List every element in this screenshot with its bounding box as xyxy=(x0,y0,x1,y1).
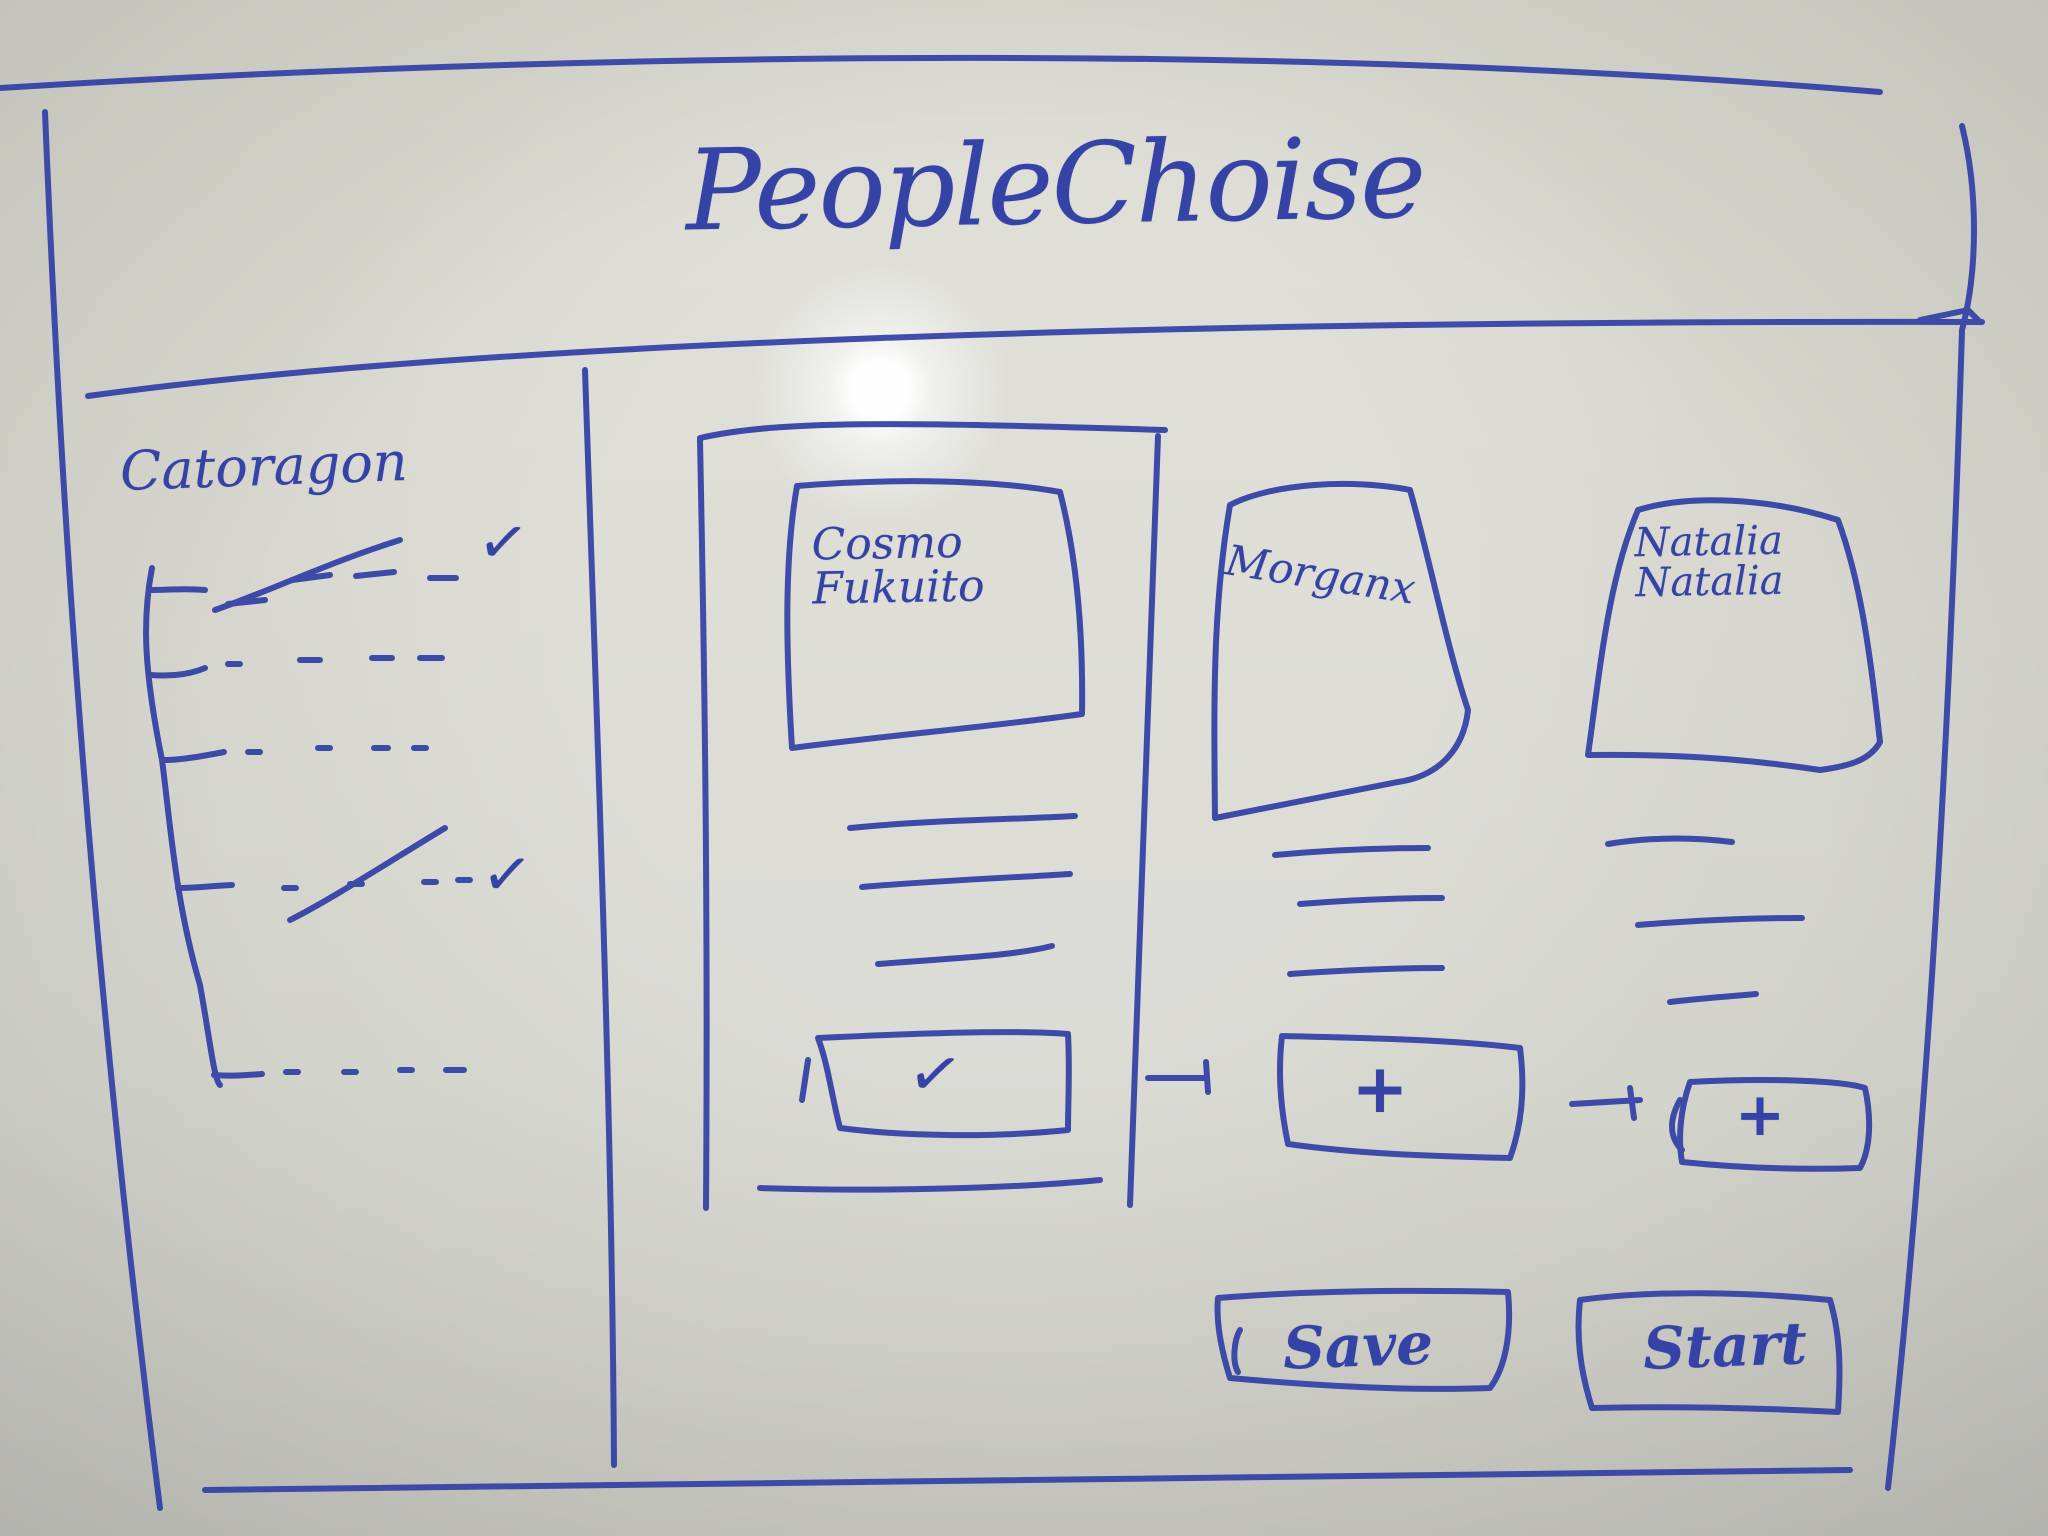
category-dots-2 xyxy=(225,655,445,667)
card-2-button-box xyxy=(1277,1033,1526,1161)
category-branch-4 xyxy=(175,882,235,891)
sidebar-divider xyxy=(582,367,617,1468)
category-dots-4 xyxy=(281,877,473,891)
card-3-title: Natalia Natalia xyxy=(1634,517,1784,607)
category-check-1: ✓ xyxy=(473,504,533,582)
card-1-title: Cosmo Fukuito xyxy=(811,516,985,615)
card-1-frame-top xyxy=(697,421,1168,441)
category-strike-1 xyxy=(212,537,403,613)
header-right-accent xyxy=(1917,307,1983,325)
start-button[interactable]: Start xyxy=(1642,1309,1808,1383)
card-3-image-box xyxy=(1585,497,1883,773)
header-bottom-border xyxy=(85,318,1985,399)
card-2-spacing-marker xyxy=(1145,1059,1211,1095)
card-1-image-box xyxy=(784,478,1086,751)
card-1-line-1 xyxy=(847,813,1078,831)
save-button-box xyxy=(1214,1287,1513,1392)
card-1-line-3 xyxy=(875,943,1055,967)
card-2-image-box xyxy=(1211,480,1471,821)
card-2-line-2 xyxy=(1297,895,1445,907)
category-branch-2 xyxy=(147,665,208,679)
card-3-line-2 xyxy=(1635,915,1805,928)
card-2-add-button[interactable]: + xyxy=(1351,1050,1409,1129)
card-1-button-box xyxy=(815,1029,1072,1139)
outer-right-border xyxy=(1885,123,1977,1491)
categories-label: Catoragon xyxy=(118,430,409,503)
footer-bottom-line xyxy=(202,1467,1853,1493)
category-branch-1 xyxy=(149,586,208,593)
save-button[interactable]: Save xyxy=(1281,1309,1435,1383)
card-1-frame-bottom xyxy=(757,1177,1103,1193)
card-3-add-button[interactable]: + xyxy=(1734,1080,1786,1150)
card-2-line-3 xyxy=(1287,965,1445,977)
category-dots-3 xyxy=(245,745,429,755)
save-button-left-bracket xyxy=(1231,1327,1243,1375)
card-3-line-1 xyxy=(1605,835,1735,847)
app-title: PeopleChoise xyxy=(684,113,1426,257)
category-dots-1 xyxy=(225,569,459,607)
category-tree-spine xyxy=(143,565,223,1088)
card-1-frame-right xyxy=(1127,433,1161,1208)
category-dots-5 xyxy=(283,1067,467,1075)
card-2-line-1 xyxy=(1272,845,1431,858)
card-3-button-left-brace xyxy=(1669,1097,1685,1153)
card-1-frame-left xyxy=(697,437,710,1211)
start-button-box xyxy=(1575,1290,1843,1415)
card-1-line-2 xyxy=(859,871,1073,890)
category-strike-2 xyxy=(287,825,448,923)
outer-top-border xyxy=(0,54,1883,95)
card-3-line-3 xyxy=(1667,991,1759,1005)
card-1-button-left-tick xyxy=(799,1057,811,1103)
outer-left-border xyxy=(42,109,163,1511)
category-branch-5 xyxy=(211,1071,265,1079)
category-check-2: ✓ xyxy=(478,837,536,913)
card-3-spacing-marker xyxy=(1569,1085,1643,1121)
category-branch-3 xyxy=(161,749,227,763)
